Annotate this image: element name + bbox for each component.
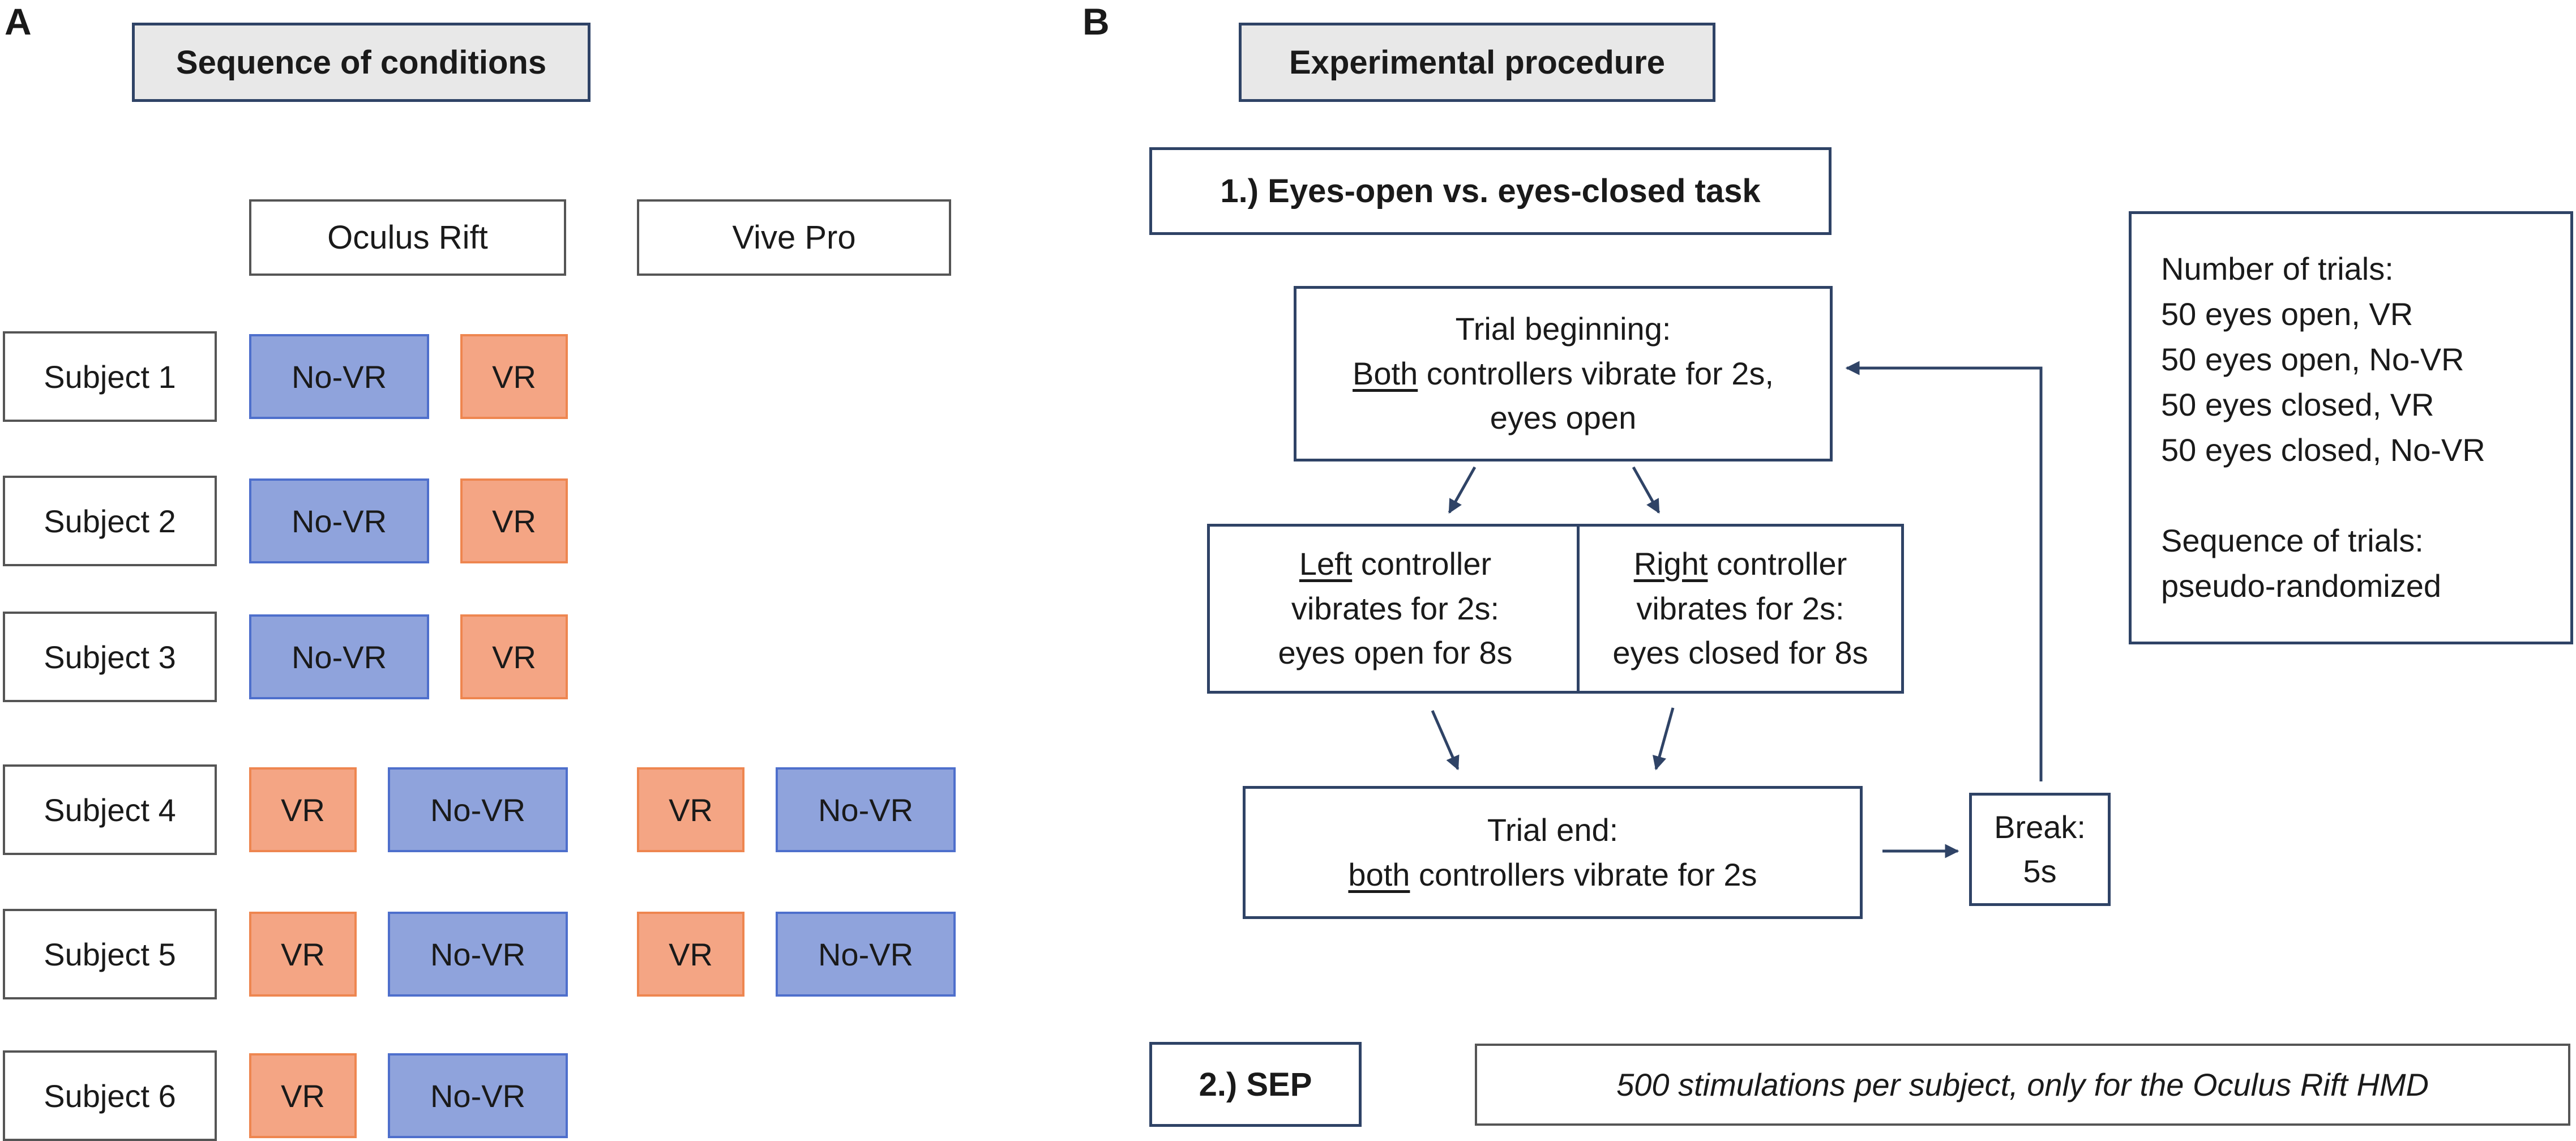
sep-description: 500 stimulations per subject, only for t…: [1475, 1044, 2570, 1126]
left-box-line1-rest: controller: [1352, 546, 1492, 582]
subject-label: Subject 2: [3, 476, 217, 566]
trial-beginning-line2: Both controllers vibrate for 2s,: [1353, 352, 1774, 396]
break-line2: 5s: [2023, 853, 2057, 889]
trial-end-line2: both controllers vibrate for 2s: [1348, 853, 1757, 897]
trial-beginning-box: Trial beginning: Both controllers vibrat…: [1294, 286, 1833, 461]
left-controller-box: Left controller vibrates for 2s: eyes op…: [1207, 524, 1584, 694]
trial-count-4: 50 eyes closed, No-VR: [2161, 432, 2485, 468]
trial-beginning-line3: eyes open: [1490, 400, 1637, 436]
trial-beginning-line2-rest: controllers vibrate for 2s,: [1418, 355, 1774, 391]
trial-count-3: 50 eyes closed, VR: [2161, 387, 2434, 423]
no-vr-condition-box: No-VR: [388, 912, 568, 997]
left-underlined: Left: [1299, 546, 1353, 582]
left-box-line1: Left controller: [1299, 542, 1491, 586]
vr-condition-box: VR: [460, 334, 568, 419]
trial-count-2: 50 eyes open, No-VR: [2161, 341, 2464, 378]
vr-condition-box: VR: [460, 478, 568, 563]
both-lower-underlined: both: [1348, 856, 1410, 892]
vr-condition-box: VR: [637, 767, 744, 852]
no-vr-condition-box: No-VR: [249, 614, 429, 699]
vr-condition-box: VR: [460, 614, 568, 699]
arrow-begin-to-right: [1632, 466, 1661, 514]
trial-beginning-line1: Trial beginning:: [1455, 311, 1671, 347]
right-underlined: Right: [1633, 546, 1708, 582]
task1-title: 1.) Eyes-open vs. eyes-closed task: [1149, 147, 1832, 235]
right-box-line2: vibrates for 2s:: [1636, 590, 1845, 626]
vr-condition-box: VR: [637, 912, 744, 997]
no-vr-condition-box: No-VR: [388, 1053, 568, 1138]
right-box-line1-rest: controller: [1708, 546, 1847, 582]
vr-condition-box: VR: [249, 767, 357, 852]
break-box: Break: 5s: [1969, 793, 2111, 906]
vr-condition-box: VR: [249, 912, 357, 997]
trial-end-line2-rest: controllers vibrate for 2s: [1410, 856, 1757, 892]
sequence-value: pseudo-randomized: [2161, 568, 2441, 604]
sequence-heading: Sequence of trials:: [2161, 523, 2424, 559]
arrow-right-to-end: [1652, 707, 1675, 771]
right-controller-box: Right controller vibrates for 2s: eyes c…: [1577, 524, 1904, 694]
no-vr-condition-box: No-VR: [388, 767, 568, 852]
header-vive-pro: Vive Pro: [637, 199, 951, 276]
arrow-left-to-end: [1431, 710, 1460, 771]
panel-b-letter: B: [1082, 1, 1110, 42]
trial-end-box: Trial end: both controllers vibrate for …: [1243, 786, 1863, 919]
no-vr-condition-box: No-VR: [776, 912, 956, 997]
trial-count-1: 50 eyes open, VR: [2161, 296, 2414, 332]
right-box-line1: Right controller: [1634, 542, 1847, 586]
no-vr-condition-box: No-VR: [249, 334, 429, 419]
subject-label: Subject 5: [3, 909, 217, 999]
no-vr-condition-box: No-VR: [249, 478, 429, 563]
no-vr-condition-box: No-VR: [776, 767, 956, 852]
subject-label: Subject 4: [3, 764, 217, 855]
panel-a-title: Sequence of conditions: [132, 23, 590, 102]
sep-title: 2.) SEP: [1149, 1042, 1362, 1127]
left-box-line2: vibrates for 2s:: [1291, 590, 1500, 626]
subject-label: Subject 3: [3, 612, 217, 702]
right-box-line3: eyes closed for 8s: [1612, 635, 1868, 671]
panel-b-title: Experimental procedure: [1239, 23, 1715, 102]
trials-heading: Number of trials:: [2161, 251, 2394, 287]
left-box-line3: eyes open for 8s: [1278, 635, 1513, 671]
both-underlined: Both: [1353, 355, 1418, 391]
panel-a-letter: A: [5, 1, 32, 42]
trial-info-box: Number of trials: 50 eyes open, VR 50 ey…: [2129, 211, 2573, 644]
subject-label: Subject 1: [3, 331, 217, 422]
trial-end-line1: Trial end:: [1487, 812, 1619, 848]
break-line1: Break:: [1994, 809, 2086, 845]
header-oculus-rift: Oculus Rift: [249, 199, 566, 276]
arrow-break-to-begin: [1845, 361, 2043, 781]
arrow-begin-to-left: [1448, 466, 1477, 514]
